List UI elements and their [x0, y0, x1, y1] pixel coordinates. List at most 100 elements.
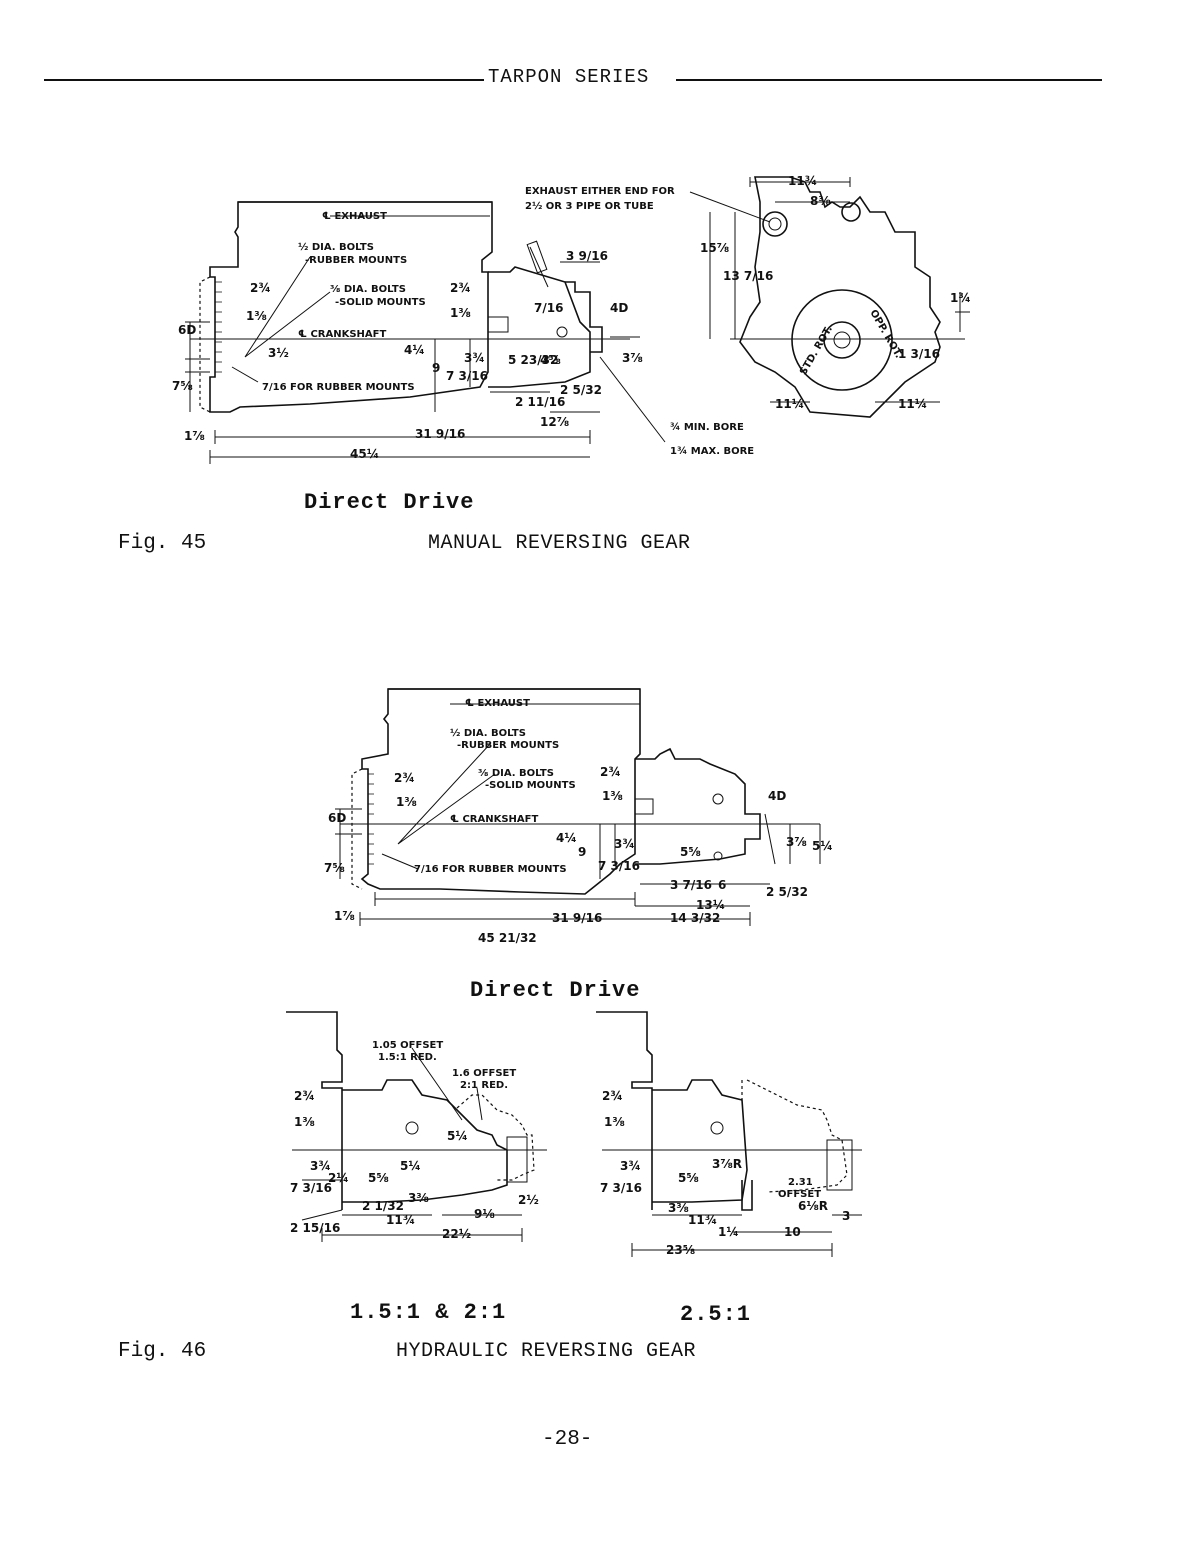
- dim-label: 2¾: [450, 281, 471, 295]
- dim-label: 2¾: [250, 281, 271, 295]
- dim-label: 11¾: [788, 174, 817, 188]
- reduction-label: 1.5:1 RED.: [378, 1052, 437, 1063]
- dim-label: 3½: [268, 346, 289, 360]
- dim-label: 3 7/16: [670, 878, 712, 892]
- fig46-main-diagram: ℄ EXHAUST ½ DIA. BOLTS -RUBBER MOUNTS ⅜ …: [324, 688, 833, 945]
- fig45-diagram: EXHAUST EITHER END FOR 2½ OR 3 PIPE OR T…: [172, 174, 970, 464]
- dim-label: 45¼: [350, 447, 379, 461]
- fig46-title: HYDRAULIC REVERSING GEAR: [396, 1340, 697, 1363]
- offset-label: OFFSET: [778, 1189, 821, 1200]
- dim-label: 3¾: [464, 351, 485, 365]
- dim-label: 1⅜: [396, 795, 417, 809]
- dim-label: 9⅛: [474, 1207, 495, 1221]
- dim-label: 7 3/16: [446, 369, 488, 383]
- dim-label: 2¼: [328, 1171, 349, 1185]
- dim-label: 13 7/16: [723, 269, 773, 283]
- dim-label: 6: [718, 878, 726, 892]
- dim-label: 5⅝: [680, 845, 701, 859]
- exhaust-note-line1: EXHAUST EITHER END FOR: [525, 186, 675, 197]
- dim-label: 23⅝: [666, 1243, 695, 1257]
- dim-label: 4¼: [556, 831, 577, 845]
- fig45-label: Fig. 45: [118, 532, 207, 555]
- dim-label: 1⅜: [450, 306, 471, 320]
- dim-label: 7 3/16: [600, 1181, 642, 1195]
- dim-label: 2¾: [294, 1089, 315, 1103]
- dim-label: 11¾: [386, 1213, 415, 1227]
- dim-label: 3: [842, 1209, 850, 1223]
- dim-label: 3⅞: [622, 351, 643, 365]
- fig46-label: Fig. 46: [118, 1340, 207, 1363]
- bolts-solid-line1: ⅜ DIA. BOLTS: [330, 284, 406, 295]
- dim-label: 2 11/16: [515, 395, 565, 409]
- dim-label: 3⅞R: [712, 1157, 742, 1171]
- dim-label: 3¾: [310, 1159, 331, 1173]
- dim-label: 3⅞: [786, 835, 807, 849]
- dim-label: 6D: [178, 323, 196, 337]
- page-header-title: TARPON SERIES: [488, 66, 650, 88]
- dim-label: 1⅜: [604, 1115, 625, 1129]
- dim-label: 8⅜: [810, 194, 831, 208]
- dim-label: 6D: [328, 811, 346, 825]
- dim-label: 7⅝: [324, 861, 345, 875]
- bolts-rubber-line2: -RUBBER MOUNTS: [457, 740, 559, 751]
- dim-label: 45 21/32: [478, 931, 537, 945]
- dim-label: 9: [578, 845, 586, 859]
- dim-label: 3⅜: [408, 1191, 429, 1205]
- dim-label: 2 15/16: [290, 1221, 340, 1235]
- fig46-right-caption: 2.5:1: [680, 1302, 752, 1327]
- dim-label: 31 9/16: [415, 427, 465, 441]
- dim-label: 15⅞: [700, 241, 729, 255]
- offset-label: 1.6 OFFSET: [452, 1068, 516, 1079]
- dim-label: 7 3/16: [290, 1181, 332, 1195]
- dim-label: 7⅝: [172, 379, 193, 393]
- dim-label: 5 23/32: [508, 353, 558, 367]
- fig46-left-diagram: 1.05 OFFSET 1.5:1 RED. 1.6 OFFSET 2:1 RE…: [286, 1011, 547, 1242]
- dim-label: 3¾: [620, 1159, 641, 1173]
- dim-label: 2¾: [394, 771, 415, 785]
- dim-label: 11¼: [775, 397, 804, 411]
- dim-label: 3¾: [614, 837, 635, 851]
- dim-label: 2 1/32: [362, 1199, 404, 1213]
- cl-exhaust-label: ℄ EXHAUST: [322, 211, 387, 222]
- dim-label: 22½: [442, 1227, 471, 1241]
- dim-label: 7/16: [534, 301, 563, 315]
- offset-label: 2.31: [788, 1177, 813, 1188]
- fig45-title: MANUAL REVERSING GEAR: [428, 532, 691, 555]
- dim-label: 13¼: [696, 898, 725, 912]
- bolts-rubber-line1: ½ DIA. BOLTS: [298, 242, 374, 253]
- bolts-solid-line1: ⅜ DIA. BOLTS: [478, 768, 554, 779]
- dim-label: 7 3/16: [598, 859, 640, 873]
- bolts-rubber-line1: ½ DIA. BOLTS: [450, 728, 526, 739]
- dim-label: 11¾: [688, 1213, 717, 1227]
- reduction-label: 2:1 RED.: [460, 1080, 508, 1091]
- min-bore-label: ¾ MIN. BORE: [670, 422, 744, 433]
- dim-label: 2½: [518, 1193, 539, 1207]
- bolts-solid-line2: -SOLID MOUNTS: [335, 297, 426, 308]
- header-rule-left: [44, 79, 484, 81]
- cl-crankshaft-label: ℄ CRANKSHAFT: [450, 814, 538, 825]
- dim-label: 1⅞: [334, 909, 355, 923]
- dim-label: 2¾: [600, 765, 621, 779]
- rubber-mounts-label: 7/16 FOR RUBBER MOUNTS: [414, 864, 567, 875]
- dim-label: 1⅜: [294, 1115, 315, 1129]
- dim-label: 4¼: [404, 343, 425, 357]
- cl-exhaust-label: ℄ EXHAUST: [465, 698, 530, 709]
- fig46-direct-caption: Direct Drive: [470, 978, 641, 1003]
- fig46-left-caption: 1.5:1 & 2:1: [350, 1300, 507, 1325]
- fig46-right-diagram: 2.31 OFFSET 2¾ 1⅜ 3¾ 7 3/16 5⅝ 3⅞R 6⅛R 3…: [596, 1011, 862, 1257]
- dim-label: 14 3/32: [670, 911, 720, 925]
- dim-label: 9: [432, 361, 440, 375]
- exhaust-note-line2: 2½ OR 3 PIPE OR TUBE: [525, 201, 654, 212]
- cl-crankshaft-label: ℄ CRANKSHAFT: [298, 329, 386, 340]
- dim-label: 1 3/16: [898, 347, 940, 361]
- header-rule-right: [676, 79, 1102, 81]
- dim-label: 10: [784, 1225, 801, 1239]
- dim-label: 1⅜: [602, 789, 623, 803]
- offset-label: 1.05 OFFSET: [372, 1040, 443, 1051]
- dim-label: 2 5/32: [766, 885, 808, 899]
- rubber-mounts-label: 7/16 FOR RUBBER MOUNTS: [262, 382, 415, 393]
- dim-label: 2 5/32: [560, 383, 602, 397]
- dim-label: 4⅝: [540, 353, 561, 367]
- dim-label: 5⅝: [368, 1171, 389, 1185]
- dim-label: 11¼: [898, 397, 927, 411]
